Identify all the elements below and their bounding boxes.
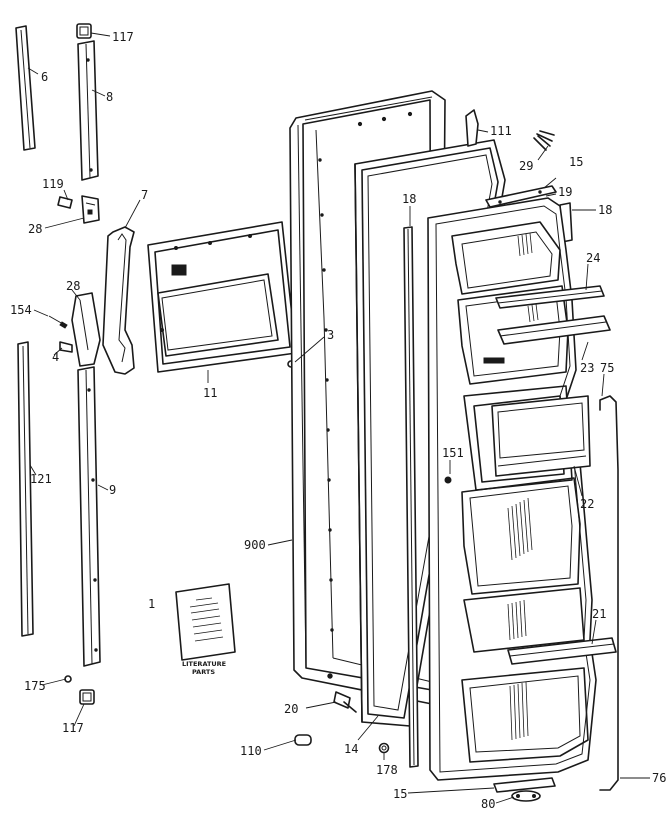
literature-line-1: LITERATURE <box>182 660 226 668</box>
inner-door-liner <box>427 197 597 781</box>
label-178: 178 <box>376 763 398 777</box>
label-22: 22 <box>580 497 594 511</box>
part-18-left-strip <box>403 226 419 768</box>
label-8: 8 <box>106 90 113 104</box>
part-178-bumper <box>378 742 390 754</box>
label-9: 9 <box>109 483 116 497</box>
part-11-dispenser-frame <box>147 221 297 373</box>
label-154: 154 <box>10 303 32 317</box>
part-20-fitting <box>333 691 357 713</box>
label-28-upper: 28 <box>28 222 42 236</box>
label-117-top: 117 <box>112 30 134 44</box>
label-151: 151 <box>442 446 464 460</box>
part-22-dispenser-panel <box>491 395 591 477</box>
label-80: 80 <box>481 797 495 811</box>
label-121: 121 <box>30 472 52 486</box>
label-6: 6 <box>41 70 48 84</box>
part-23-shelf-bar <box>497 315 611 345</box>
part-80-hinge <box>511 790 541 802</box>
part-111-cover <box>465 109 479 147</box>
label-900: 900 <box>244 538 266 552</box>
part-151-screw <box>444 476 452 484</box>
part-8-handle-rail <box>77 40 99 181</box>
label-7: 7 <box>141 188 148 202</box>
part-15-bottom-bar <box>493 777 556 793</box>
label-15-top: 15 <box>569 155 583 169</box>
part-175-117-bottom <box>64 675 95 705</box>
part-21-shelf-bar <box>507 637 617 665</box>
part-1-literature: LITERATURE PARTS <box>175 583 236 676</box>
label-175: 175 <box>24 679 46 693</box>
label-18-left: 18 <box>402 192 416 206</box>
label-23: 23 <box>580 361 594 375</box>
label-119: 119 <box>42 177 64 191</box>
label-3: 3 <box>327 328 334 342</box>
label-18-right: 18 <box>598 203 612 217</box>
leader-lines <box>27 32 650 804</box>
label-20: 20 <box>284 702 298 716</box>
part-labels: 117 6 8 7 119 28 28 154 4 3 11 121 9 1 1… <box>10 30 666 811</box>
part-7-handle <box>102 226 135 375</box>
part-15-top-bar <box>485 185 557 208</box>
part-24-shelf-bar <box>495 285 605 309</box>
part-121-long-strip <box>17 341 34 637</box>
label-4: 4 <box>52 350 59 364</box>
label-76: 76 <box>652 771 666 785</box>
label-29: 29 <box>519 159 533 173</box>
literature-line-2: PARTS <box>192 668 215 676</box>
label-14: 14 <box>344 742 358 756</box>
part-117-top-cap <box>76 23 92 39</box>
label-19: 19 <box>558 185 572 199</box>
label-15-bottom: 15 <box>393 787 407 801</box>
label-21: 21 <box>592 607 606 621</box>
label-24: 24 <box>586 251 600 265</box>
part-28-4-lower-mount <box>48 292 101 367</box>
label-1: 1 <box>148 597 155 611</box>
label-117-bottom: 117 <box>62 721 84 735</box>
label-110: 110 <box>240 744 262 758</box>
label-75: 75 <box>600 361 614 375</box>
label-28-lower: 28 <box>66 279 80 293</box>
part-29-wire-harness <box>533 130 555 151</box>
part-75-76-wire <box>599 395 619 791</box>
part-9-lower-rail <box>77 366 101 667</box>
part-119-28-upper-mount <box>57 195 100 224</box>
label-111: 111 <box>490 124 512 138</box>
part-110-clip <box>294 734 312 746</box>
label-11: 11 <box>203 386 217 400</box>
part-6-trim-strip <box>15 25 36 151</box>
